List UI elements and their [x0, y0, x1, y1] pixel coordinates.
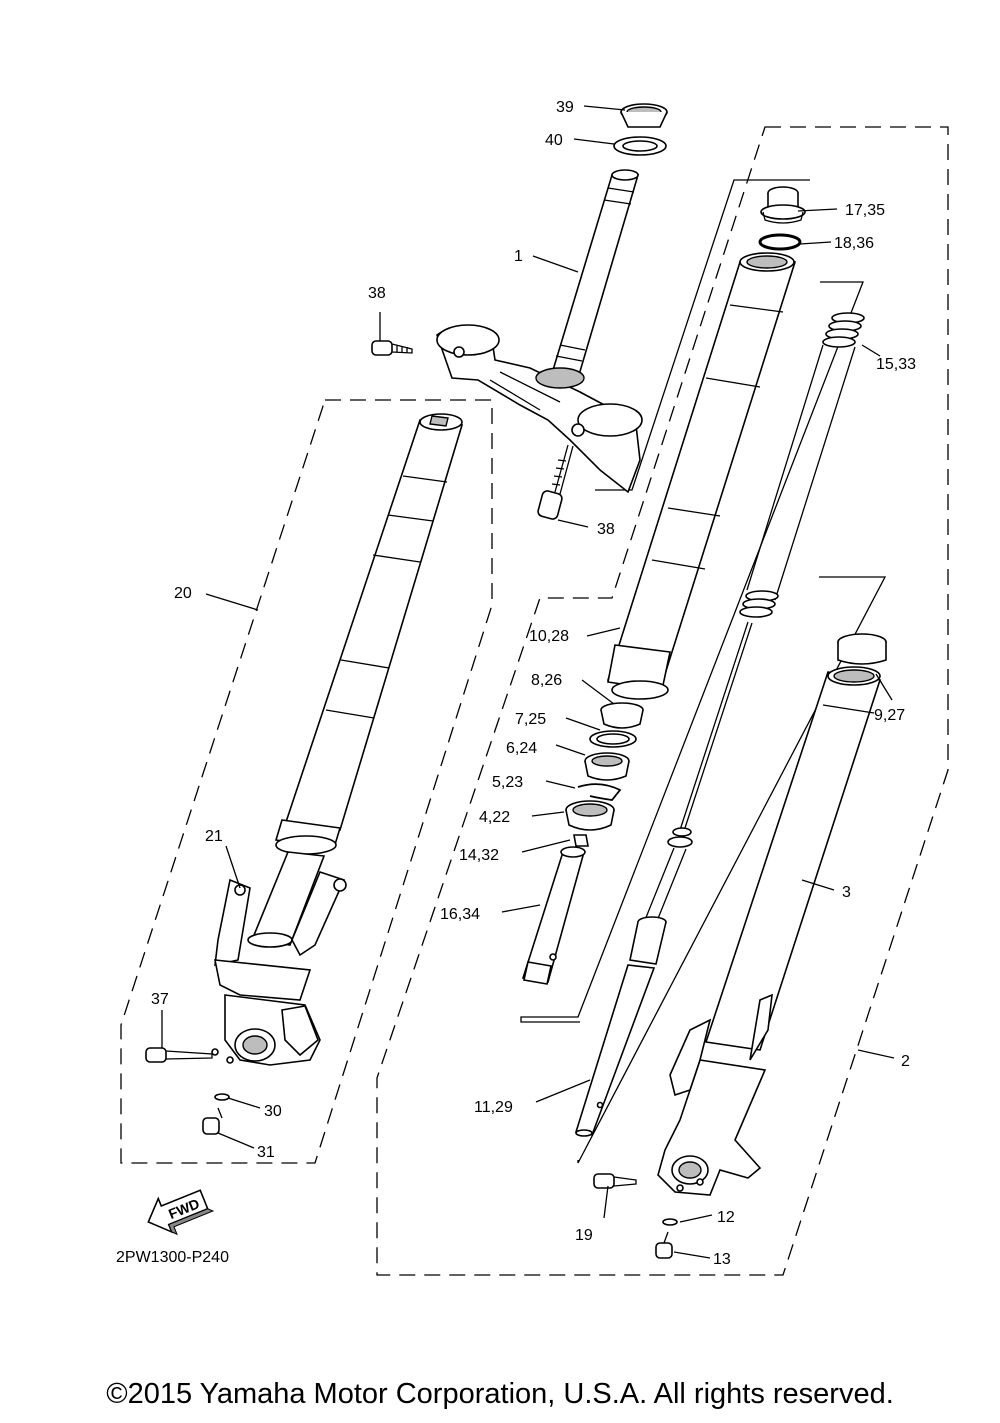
slide-bushing-part [837, 633, 887, 665]
label-19: 19 [575, 1227, 593, 1244]
fork-spring-upper-part [746, 312, 865, 601]
label-15-33: 15,33 [876, 356, 916, 373]
inner-tube-part [606, 252, 797, 700]
part-number-labels: 39 40 1 38 38 17,35 18,36 15,33 20 10,28… [151, 99, 916, 1268]
label-12: 12 [717, 1209, 735, 1226]
label-7-25: 7,25 [515, 711, 546, 728]
o-ring-part [758, 233, 802, 251]
label-11-29: 11,29 [474, 1099, 513, 1116]
pinch-bolt-lower-part [537, 444, 574, 520]
forward-direction-arrow: FWD [147, 1189, 215, 1236]
damper-cartridge-part [574, 964, 656, 1137]
label-6-24: 6,24 [506, 740, 537, 757]
label-40: 40 [545, 132, 563, 149]
label-21: 21 [205, 828, 223, 845]
bolt-left-shank [217, 1107, 223, 1119]
damper-rod-part [629, 621, 753, 965]
label-38-lower: 38 [597, 521, 615, 538]
steering-stem-part [548, 169, 640, 386]
label-14-32: 14,32 [459, 847, 499, 864]
label-16-34: 16,34 [440, 906, 480, 923]
label-10-28: 10,28 [529, 628, 569, 645]
label-17-35: 17,35 [845, 202, 885, 219]
label-20: 20 [174, 585, 192, 602]
right-fork-assembly-boundary [376, 126, 949, 1276]
label-13: 13 [713, 1251, 731, 1268]
front-fork-left-assembly-part [211, 413, 464, 1066]
fork-spring-lower-part [739, 590, 779, 618]
label-9-27: 9,27 [874, 707, 905, 724]
diagram-code: 2PW1300-P240 [116, 1249, 229, 1266]
bearing-seal-part [613, 136, 667, 156]
left-fork-assembly-boundary [120, 399, 493, 1164]
axle-pinch-bolt-right-part [593, 1173, 637, 1189]
label-37: 37 [151, 991, 169, 1008]
leader-lines [161, 105, 895, 1259]
label-8-26: 8,26 [531, 672, 562, 689]
label-3: 3 [842, 884, 851, 901]
label-2: 2 [901, 1053, 910, 1070]
cap-bolt-part [760, 186, 806, 224]
damper-group-boundary [520, 281, 864, 1023]
circlip-part [577, 783, 622, 801]
label-30: 30 [264, 1103, 282, 1120]
label-4-22: 4,22 [479, 809, 510, 826]
label-18-36: 18,36 [834, 235, 874, 252]
slide-metal-part [600, 702, 644, 729]
steering-bearing-part [620, 103, 668, 128]
oil-seal-part [584, 752, 630, 781]
inner-tube-group-boundary [595, 179, 810, 491]
outer-tube-group-boundary [577, 576, 887, 1164]
label-31: 31 [257, 1144, 275, 1161]
bolt-left-part [202, 1117, 220, 1135]
pinch-bolt-upper-part [371, 340, 413, 356]
axle-holder-right-part [657, 993, 773, 1196]
under-bracket-part [436, 324, 643, 494]
collar-part [521, 846, 586, 985]
washer-part [589, 730, 637, 748]
copyright-notice: ©2015 Yamaha Motor Corporation, U.S.A. A… [106, 1378, 894, 1410]
bolt-right-part [655, 1242, 673, 1259]
label-38-upper: 38 [368, 285, 386, 302]
outer-tube-part [704, 666, 882, 1051]
label-5-23: 5,23 [492, 774, 523, 791]
washer-left-part [214, 1093, 230, 1101]
bolt-right-shank [663, 1231, 669, 1244]
label-1: 1 [514, 248, 523, 265]
dust-seal-part [565, 800, 615, 831]
nut-part [573, 834, 589, 847]
axle-pinch-bolt-left-part [145, 1047, 213, 1063]
label-39: 39 [556, 99, 574, 116]
washer-right-part [662, 1218, 678, 1226]
